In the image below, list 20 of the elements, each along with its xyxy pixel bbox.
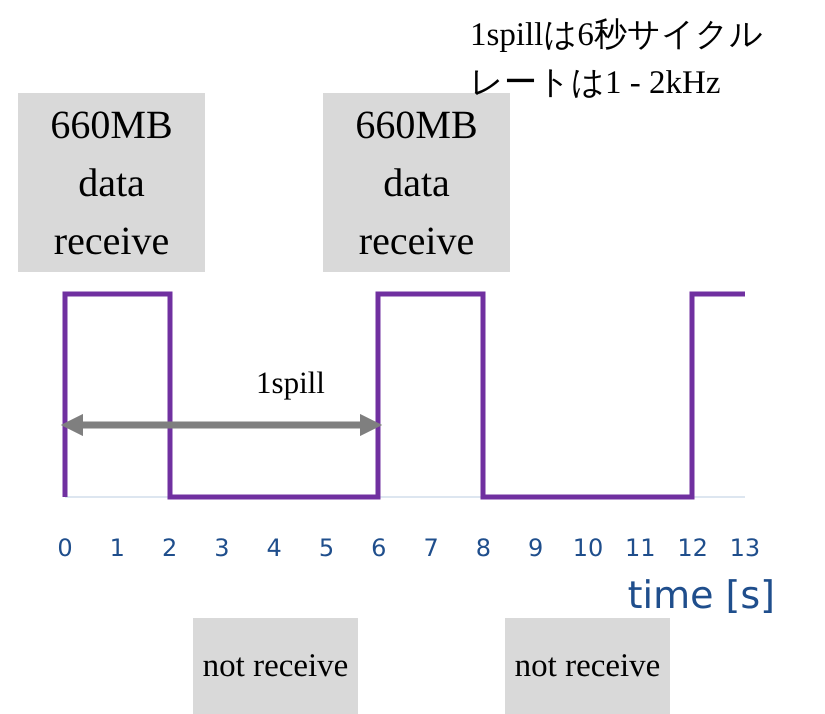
tick-label: 6 <box>371 534 386 562</box>
tick-label: 11 <box>625 534 656 562</box>
note-text: 1spillは6秒サイクル <box>470 16 763 55</box>
tick-label: 1 <box>110 534 125 562</box>
tick-label: 13 <box>730 534 760 562</box>
text-box: 660MB data receive <box>18 93 205 272</box>
tick-label: 4 <box>266 534 282 562</box>
tick-label: 10 <box>572 534 604 562</box>
axis-title: time [s] <box>628 573 775 617</box>
tick-label: 12 <box>677 534 708 562</box>
dimension-label: 1spill <box>256 365 325 401</box>
tick-label: 9 <box>528 534 544 562</box>
tick-label: 8 <box>476 534 492 562</box>
text-box: not receive <box>193 618 358 714</box>
tick-label: 3 <box>214 534 230 562</box>
tick-label: 5 <box>318 534 334 562</box>
tick-label: 0 <box>57 534 73 562</box>
text-box: not receive <box>505 618 670 714</box>
tick-label: 7 <box>423 534 439 562</box>
tick-label: 2 <box>162 534 178 562</box>
